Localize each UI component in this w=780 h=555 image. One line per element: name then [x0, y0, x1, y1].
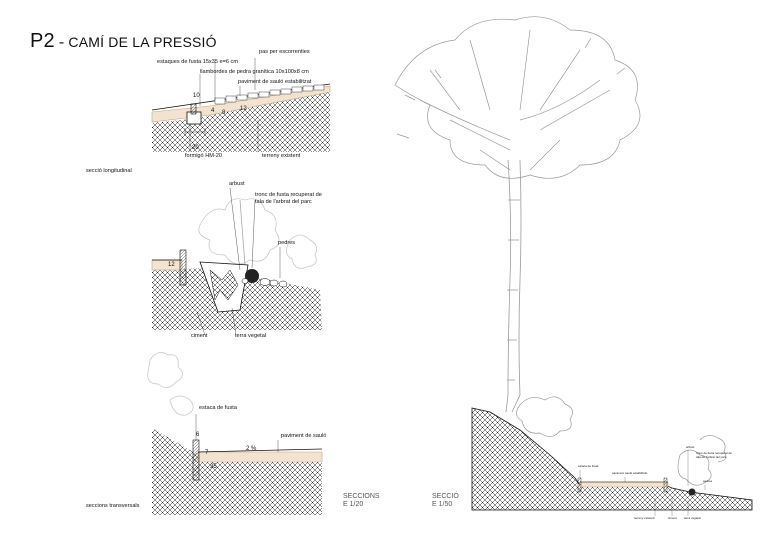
- sauló-paving-layer: [579, 481, 669, 488]
- label-stones: pedres: [278, 240, 296, 246]
- large-label-stones: pedres: [703, 479, 713, 483]
- scale-sections-label: SECCIONS: [343, 493, 380, 500]
- title-name: CAMÍ DE LA PRESSIÓ: [68, 34, 217, 50]
- cross-section-detail: [151, 187, 322, 336]
- label-concrete: formigó HM-20: [185, 153, 222, 159]
- label-stake: estaca de fusta: [199, 405, 237, 411]
- wood-trunk: [245, 269, 259, 283]
- dimension-35: 35: [210, 464, 217, 470]
- dimension-20: 20: [192, 145, 199, 151]
- scale-sections-value: E 1/20: [343, 501, 364, 509]
- large-section: [394, 16, 753, 516]
- sauló-paving-layer: [151, 259, 183, 271]
- label-drainage: pas per escorrenties: [259, 49, 310, 55]
- stones: [241, 278, 288, 288]
- stake-section-detail: [147, 352, 323, 515]
- label-shrub: arbust: [229, 181, 245, 187]
- wood-stake: [663, 477, 668, 493]
- label-trunk: tronc de fusta recuperat de tala de l'ar…: [255, 192, 322, 206]
- scale-section-value: E 1/50: [432, 501, 453, 509]
- sauló-paving-layer: [197, 451, 323, 463]
- stone-curb-row: [214, 84, 325, 105]
- shrub-silhouette: [516, 396, 727, 486]
- wood-stake: [179, 249, 187, 286]
- label-curbs: llambordes de pedra granítica 10x100x8 c…: [200, 69, 309, 75]
- shrub-silhouette: [198, 198, 318, 269]
- dimension-6: 6: [196, 432, 200, 438]
- tree-canopy: [394, 16, 641, 179]
- sheet-title: P2-CAMÍ DE LA PRESSIÓ: [30, 30, 217, 53]
- large-label-stake: estaca de fusta: [578, 464, 599, 468]
- dimension-12: 12: [240, 106, 247, 112]
- label-paving: paviment de sauló estabilitzat: [238, 79, 312, 85]
- tree-trunk: [505, 159, 522, 413]
- dimension-slope: 2 %: [246, 446, 257, 452]
- dimension-7: 7: [205, 450, 209, 456]
- label-cement: ciment: [191, 333, 208, 339]
- longitudinal-section-detail: [151, 58, 331, 152]
- dimension-10: 10: [193, 93, 200, 99]
- large-label-shrub: arbust: [686, 445, 695, 449]
- large-label-soil: terra vegetal: [684, 516, 701, 520]
- label-soil: terra vegetal: [235, 333, 267, 339]
- wood-trunk: [688, 488, 696, 496]
- scale-sections: SECCIONS E 1/20: [343, 493, 380, 509]
- ground-hatch: [152, 428, 322, 515]
- wood-stake: [577, 477, 582, 493]
- large-label-ground: terreny existent: [634, 516, 655, 520]
- label-ground: terreny existent: [262, 153, 301, 159]
- section-name-cross: seccions transversals: [86, 503, 140, 509]
- stone-aggregate: [209, 269, 239, 301]
- label-paving-stake: paviment de sauló: [281, 433, 327, 439]
- title-code: P2: [30, 30, 55, 52]
- dimension-12-cross: 12: [168, 262, 175, 268]
- wood-stake: [190, 103, 197, 115]
- dimension-4: 4: [211, 108, 215, 114]
- title-separator: -: [58, 34, 65, 51]
- vegetation-silhouette: [147, 352, 194, 416]
- scale-section: SECCIÓ E 1/50: [432, 493, 459, 509]
- large-label-trunk: tronc de fusta recuperat de tala de l'ar…: [696, 451, 732, 459]
- label-stakes: estaques de fusta 15x35 e=6 cm: [157, 59, 239, 65]
- large-label-paving: paviment sauló estabilitzat: [612, 471, 648, 475]
- scale-section-label: SECCIÓ: [432, 493, 459, 500]
- section-name-longitudinal: secció longitudinal: [86, 168, 132, 174]
- large-label-cement: ciment: [668, 516, 677, 520]
- wood-stake: [192, 439, 200, 481]
- ground-hatch: [152, 88, 330, 152]
- dimension-8: 8: [222, 110, 226, 116]
